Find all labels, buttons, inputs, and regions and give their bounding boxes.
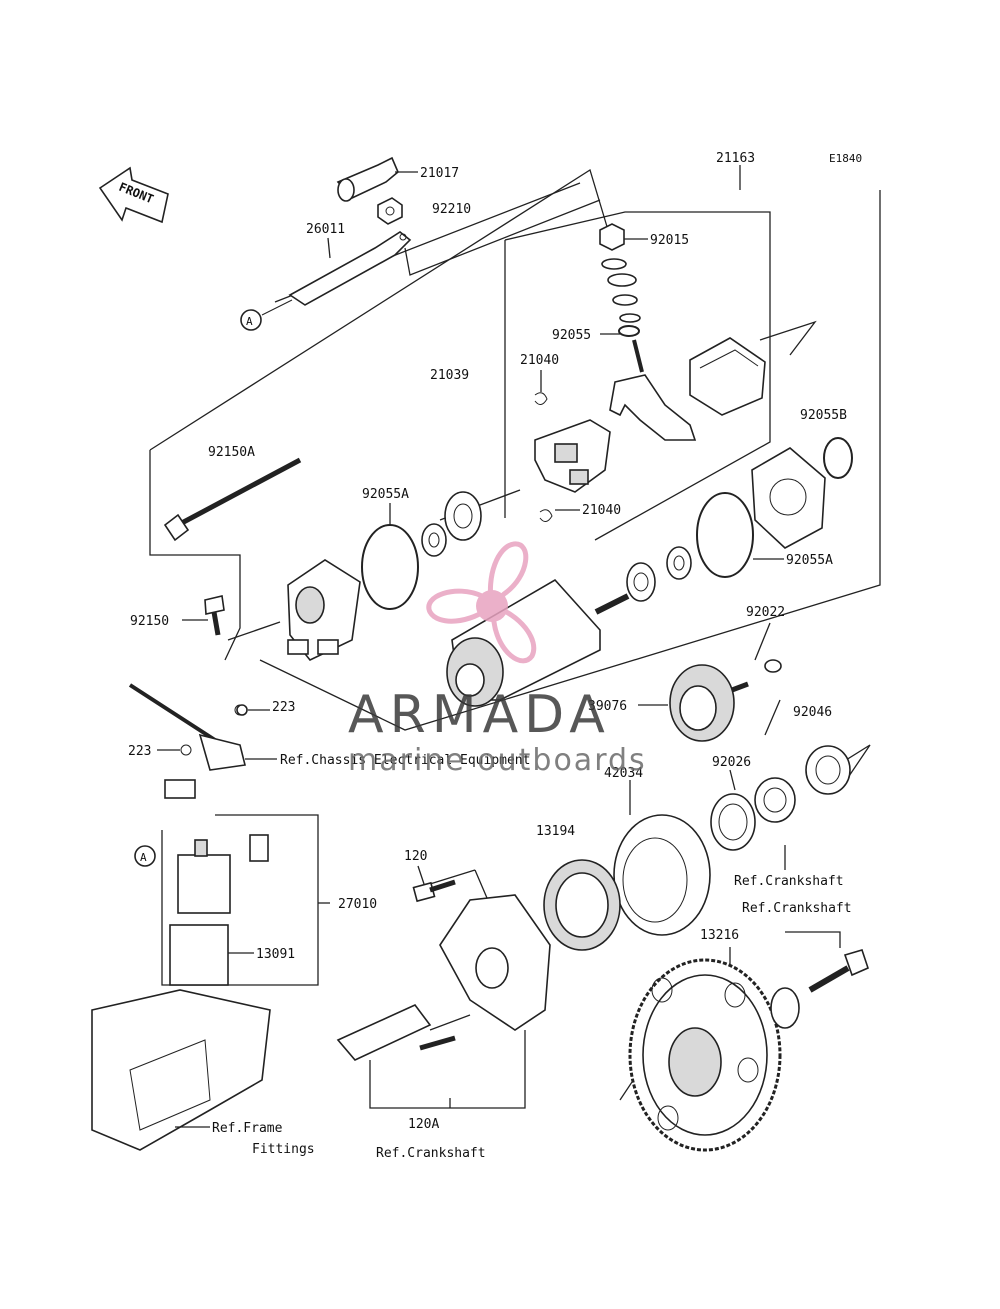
end-cover-left — [287, 559, 361, 661]
chassis-bracket — [128, 683, 246, 771]
relay-assembly: A — [134, 779, 269, 986]
end-cover-right — [689, 337, 766, 416]
part-label: 92055A — [786, 553, 833, 568]
ref-chassis-label: Ref.Chassis Electrical Equipment — [280, 753, 530, 768]
o-rings — [361, 325, 853, 610]
starter-clutch-housing — [613, 814, 711, 936]
part-label: 92026 — [712, 755, 751, 770]
part-label: 92150 — [130, 614, 169, 629]
frame-fitting — [91, 989, 271, 1151]
part-label: 120A — [408, 1117, 439, 1132]
part-label: 92015 — [650, 233, 689, 248]
part-label: 92055A — [362, 487, 409, 502]
watermark-name: ARMADA — [348, 685, 611, 745]
crank-bolt — [770, 949, 869, 1029]
part-label: 92022 — [746, 605, 785, 620]
part-label: 21040 — [520, 353, 559, 368]
armature — [446, 578, 630, 707]
part-label: 120 — [404, 849, 427, 864]
part-label: 92055 — [552, 328, 591, 343]
bearings — [421, 491, 692, 602]
propeller-icon — [426, 541, 537, 664]
ref-frame-label: Ref.Frame — [212, 1121, 283, 1136]
part-label: 21039 — [430, 368, 469, 383]
part-label: 26011 — [306, 222, 345, 237]
ref-frame-label: Fittings — [252, 1142, 315, 1157]
part-label: 223 — [128, 744, 151, 759]
idler-gear — [669, 659, 782, 742]
part-label: 21163 — [716, 151, 755, 166]
one-way-clutch — [543, 859, 621, 951]
part-label: 21040 — [582, 503, 621, 518]
needle-bearing — [710, 745, 851, 851]
ref-marker-top: A — [246, 315, 253, 328]
reference-labels: Ref.Chassis Electrical Equipment Ref.Cra… — [175, 753, 852, 1161]
watermark-tagline: marine outboards — [348, 743, 647, 778]
ref-crankshaft-label: Ref.Crankshaft — [376, 1146, 486, 1161]
part-labels: 21017 92210 26011 21163 92015 92055 2103… — [128, 151, 847, 1132]
clutch-flange — [336, 879, 551, 1061]
part-label: 13194 — [536, 824, 575, 839]
part-label: 39076 — [588, 699, 627, 714]
bolt-long — [163, 457, 302, 542]
starter-gear — [628, 958, 782, 1152]
part-label: 27010 — [338, 897, 377, 912]
part-label: 92046 — [793, 705, 832, 720]
bolt-short — [204, 595, 225, 636]
starter-lead-assembly: A — [240, 156, 412, 331]
diagram-code: E1840 — [829, 152, 862, 165]
part-label: 92210 — [432, 202, 471, 217]
part-label: 223 — [272, 700, 295, 715]
brush-holder — [534, 374, 697, 522]
ref-marker-bottom: A — [140, 851, 147, 864]
part-label: 92055B — [800, 408, 847, 423]
part-label: 13216 — [700, 928, 739, 943]
ref-crankshaft-label: Ref.Crankshaft — [734, 874, 844, 889]
part-label: 92150A — [208, 445, 255, 460]
watermark-logo: ARMADA marine outboards — [348, 541, 647, 778]
part-label: 13091 — [256, 947, 295, 962]
washer-stack — [599, 223, 644, 373]
part-label: 42034 — [604, 766, 643, 781]
part-label: 21017 — [420, 166, 459, 181]
housing-cover — [751, 447, 826, 549]
ref-crankshaft-label: Ref.Crankshaft — [742, 901, 852, 916]
front-arrow-icon: FRONT — [98, 166, 169, 224]
